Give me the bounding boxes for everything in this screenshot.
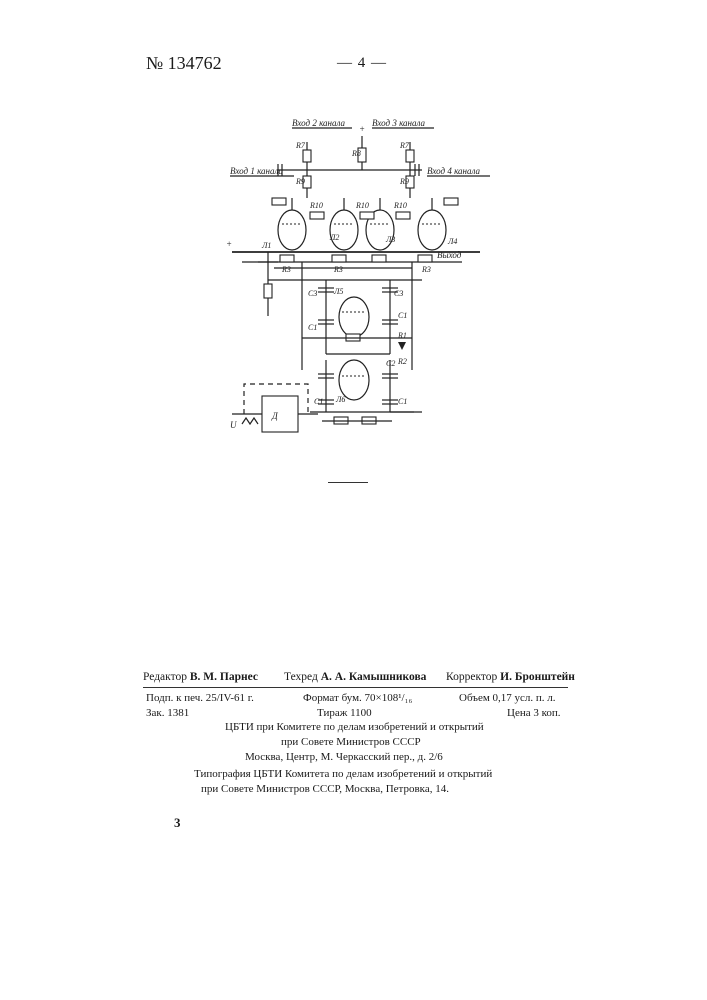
- svg-text:R1: R1: [397, 331, 407, 340]
- order-number: Зак. 1381: [146, 707, 189, 719]
- svg-text:R9: R9: [399, 177, 409, 186]
- printer-line-2: при Совете Министров СССР, Москва, Петро…: [201, 783, 449, 795]
- svg-text:R7: R7: [295, 141, 306, 150]
- patent-number: № 134762: [146, 53, 222, 74]
- editor-credit: Редактор В. М. Парнес: [143, 671, 258, 683]
- input-label-ch3: Вход 3 канала: [372, 118, 426, 128]
- svg-text:C1: C1: [398, 397, 407, 406]
- svg-text:Л5: Л5: [333, 287, 343, 296]
- svg-text:Л6: Л6: [335, 395, 345, 404]
- signed-date: Подп. к печ. 25/IV-61 г.: [146, 692, 254, 704]
- input-label-ch2: Вход 2 канала: [292, 118, 346, 128]
- section-divider: [328, 482, 368, 483]
- svg-text:C1: C1: [314, 397, 323, 406]
- corrector-credit: Корректор И. Бронштейн: [446, 671, 575, 683]
- svg-text:R10: R10: [309, 201, 323, 210]
- svg-text:Л4: Л4: [447, 237, 457, 246]
- block-d3: [262, 396, 298, 432]
- svg-text:C3: C3: [394, 289, 403, 298]
- sheet-number: 3: [174, 815, 181, 831]
- printer-line-1: Типография ЦБТИ Комитета по делам изобре…: [194, 768, 492, 780]
- page-number: — 4 —: [337, 55, 387, 72]
- svg-text:Л2: Л2: [329, 233, 339, 242]
- plus-sign-top: +: [359, 124, 365, 134]
- input-label-ch1: Вход 1 канала: [230, 166, 284, 176]
- svg-text:R7: R7: [399, 141, 410, 150]
- svg-text:R10: R10: [393, 201, 407, 210]
- svg-text:Л3: Л3: [385, 235, 395, 244]
- techeditor-credit: Техред А. А. Камышникова: [284, 671, 426, 683]
- credits-rule: [143, 687, 568, 688]
- plus-sign-left: +: [226, 239, 232, 249]
- publisher-line-2: при Совете Министров СССР: [281, 736, 421, 748]
- svg-text:R3: R3: [281, 265, 291, 274]
- svg-text:R2: R2: [397, 357, 407, 366]
- svg-text:R8: R8: [351, 149, 361, 158]
- svg-text:Л1: Л1: [261, 241, 271, 250]
- svg-text:R3: R3: [421, 265, 431, 274]
- svg-text:R9: R9: [295, 177, 305, 186]
- svg-text:C1: C1: [398, 311, 407, 320]
- price: Цена 3 коп.: [507, 707, 561, 719]
- print-run: Тираж 1100: [317, 707, 372, 719]
- svg-text:R10: R10: [355, 201, 369, 210]
- publisher-address: Москва, Центр, М. Черкасский пер., д. 2/…: [245, 751, 443, 763]
- paper-format: Формат бум. 70×108¹/₁₆: [303, 692, 412, 704]
- svg-text:C3: C3: [308, 289, 317, 298]
- output-label: Выход: [437, 250, 462, 260]
- circuit-schematic: Вход 1 канала Вход 2 канала Вход 3 канал…: [222, 112, 492, 442]
- input-label-ch4: Вход 4 канала: [427, 166, 481, 176]
- svg-text:C1: C1: [308, 323, 317, 332]
- volume: Объем 0,17 усл. п. л.: [459, 692, 556, 704]
- signal-label: U: [230, 420, 237, 430]
- publisher-line-1: ЦБТИ при Комитете по делам изобретений и…: [225, 721, 484, 733]
- svg-text:R3: R3: [333, 265, 343, 274]
- svg-text:C2: C2: [386, 359, 395, 368]
